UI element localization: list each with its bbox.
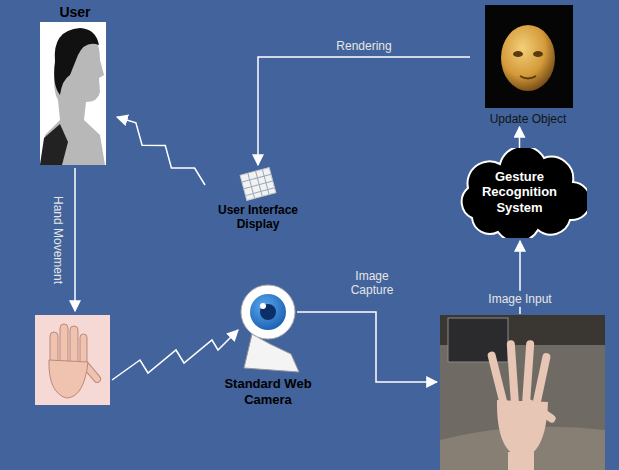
photo-monitor: [448, 318, 508, 362]
display-screen: [240, 168, 276, 201]
image-capture-wire: [297, 312, 437, 382]
node-caption: User Interface Display: [207, 203, 309, 232]
shoulder-shape: [40, 124, 68, 165]
display-icon: [240, 168, 276, 201]
webcam-node: Standard Web Camera: [205, 282, 331, 409]
node-caption: Standard Web Camera: [218, 376, 318, 407]
picture-ground: [35, 315, 110, 405]
webcam-pupil: [260, 304, 276, 320]
edge-label: Rendering: [336, 39, 391, 53]
display-node: User Interface Display: [205, 165, 311, 234]
webcam-body: [241, 285, 295, 339]
webcam-glint: [260, 303, 266, 309]
user-head-picture: [40, 22, 106, 165]
picture-ground: [40, 22, 106, 165]
rendering-arrow: [258, 57, 470, 165]
flow-label: Hand Movement: [51, 196, 65, 284]
cloud-shape: [462, 148, 587, 238]
hand-picture: [35, 315, 110, 405]
webcam-lens: [250, 294, 286, 330]
finger: [70, 326, 78, 366]
eye: [533, 51, 543, 57]
flow-label: Image Capture: [342, 269, 402, 298]
signal-zigzag: [112, 330, 238, 380]
update-arrow: [519, 127, 521, 148]
webcam-picture: [241, 285, 299, 372]
eye: [513, 51, 523, 57]
hand-shape: [49, 324, 102, 398]
photo-hand: [487, 340, 557, 470]
rendered-head-picture: [485, 5, 573, 108]
finger: [60, 324, 68, 366]
display-grid: [240, 168, 276, 201]
photo-ground: [440, 315, 605, 470]
update-object-node: Update Object: [470, 2, 586, 127]
flow-label: Image Input: [485, 291, 554, 307]
user-node: User: [33, 2, 117, 167]
hair-shape: [54, 28, 99, 95]
node-caption: Update Object: [490, 112, 567, 126]
palm: [49, 360, 88, 398]
gesture-cloud: Gesture Recognition System: [452, 148, 587, 238]
display-signal-arrow: [117, 117, 205, 185]
rendered-head: [501, 25, 555, 91]
hand-movement-wire: [74, 168, 76, 311]
captured-photo: [440, 315, 605, 470]
node-title: User: [59, 4, 90, 21]
cloud-text: Gesture Recognition System: [470, 169, 570, 216]
mouth: [520, 76, 536, 79]
picture-ground: [485, 5, 573, 108]
webcam-stand: [244, 334, 299, 372]
